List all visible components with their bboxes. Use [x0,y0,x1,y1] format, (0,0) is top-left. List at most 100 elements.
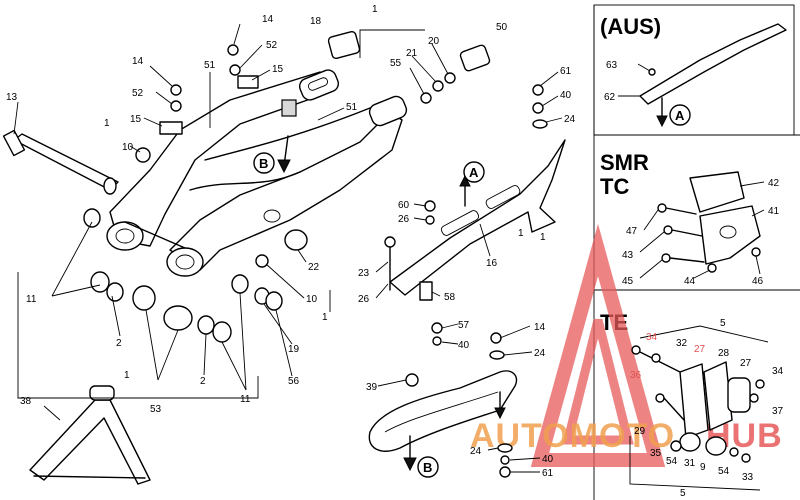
leader-61a [539,71,559,87]
washer-26-top [425,215,435,225]
chain-slider-16 [389,139,566,296]
label-1-mid: 1 [124,370,130,381]
leader-52a [239,44,263,69]
watermark-triangle-inner [562,318,634,445]
leader-11b2 [239,292,247,391]
label-63: 63 [606,60,618,71]
label-56: 56 [288,376,300,387]
bolt-61-top [532,84,544,96]
leader-15a [251,69,271,81]
pivot-tube-right [166,247,204,277]
washer-52-left [170,100,182,112]
cap-10-right [255,254,269,268]
label-45: 45 [622,276,634,287]
bolt-45-shaft [669,257,705,263]
bolt-43-shaft [671,229,703,237]
label-14a: 14 [262,14,274,25]
washer-52-top [229,64,241,76]
top-hardware [159,30,548,478]
arrow-b2-head [403,457,417,472]
leader-19 [263,303,293,345]
pivot-shaft [2,129,119,195]
guide-28 [727,377,751,413]
swingarm-web [189,171,301,191]
slider-lower-groove [384,391,499,433]
callout-b2-circle [417,456,439,478]
pivot-tube-left-bore [115,228,135,244]
bolt-36-shaft [639,351,681,373]
arrow-lower-head [494,407,506,420]
panel-title-tc: TC [600,174,629,199]
washer-54 [729,447,739,457]
label-41: 41 [768,206,780,217]
label-18: 18 [310,16,322,27]
label-24a: 24 [564,114,576,125]
bolt-29 [655,393,665,403]
nut-37 [749,393,759,403]
label-22: 22 [308,262,320,273]
callout-a-circle [463,161,485,183]
bracket-lower-group [17,272,259,399]
bolt-43 [663,225,673,235]
aus-screw-63 [648,68,656,76]
leader-14a [233,23,241,45]
leader-60 [413,203,427,207]
label-38: 38 [20,396,32,407]
slider-slot-1 [440,210,480,236]
arrow-b-head [277,159,291,174]
label-10b: 10 [306,294,318,305]
part-labels: 13 14 52 15 14 52 15 51 51 18 1 1 10 11 … [6,4,784,499]
label-33: 33 [742,472,754,483]
bolt-36 [631,345,641,355]
guide-42 [689,171,745,213]
label-54b: 54 [718,466,730,477]
label-42: 42 [768,178,780,189]
label-52b: 52 [132,88,144,99]
leader-11b [221,341,247,391]
aus-arrow-head [656,115,668,128]
seal-left [106,282,124,302]
label-54a: 54 [666,456,678,467]
bracket-lines [17,29,425,399]
label-46: 46 [752,276,764,287]
panel-title-smr: SMR [600,150,649,175]
aus-callout-circle [669,104,691,126]
te-parts [629,325,769,491]
label-1-left: 1 [104,118,110,129]
pivot-tube-left [106,221,144,251]
bolt-29-shaft [663,397,685,421]
label-14c: 14 [534,322,546,333]
leader-22 [297,249,307,263]
washer-24-mid [489,350,505,360]
leader-2b [203,333,207,376]
label-23: 23 [358,268,370,279]
washer-24-bot [497,443,513,453]
roller-9 [705,436,727,456]
label-15a: 15 [272,64,284,75]
axle-slot-left [298,69,340,101]
leader-40a [541,95,559,107]
label-51b: 51 [346,102,358,113]
leader-46 [755,255,761,275]
leader-40c [509,457,541,461]
callout-a-label: A [469,165,479,180]
leader-13 [13,101,19,135]
label-34b: 34 [772,366,784,377]
nut-33 [741,453,751,463]
label-61b: 61 [542,468,554,479]
label-36: 36 [630,370,642,381]
stand-38 [29,385,151,485]
washer-21 [432,80,444,92]
leader-51b [317,107,345,121]
label-1-top: 1 [372,4,378,15]
aus-guide-62 [639,23,787,105]
chain-slider-lower: B [368,370,518,478]
washer-55 [420,92,432,104]
leader-53a [145,309,159,381]
leader-40b [441,341,459,345]
bracket-top-group [359,29,425,58]
chain-slider-39 [368,370,518,452]
block-18 [327,30,361,60]
washer-34a [651,353,661,363]
bracket-15-left [159,121,183,135]
